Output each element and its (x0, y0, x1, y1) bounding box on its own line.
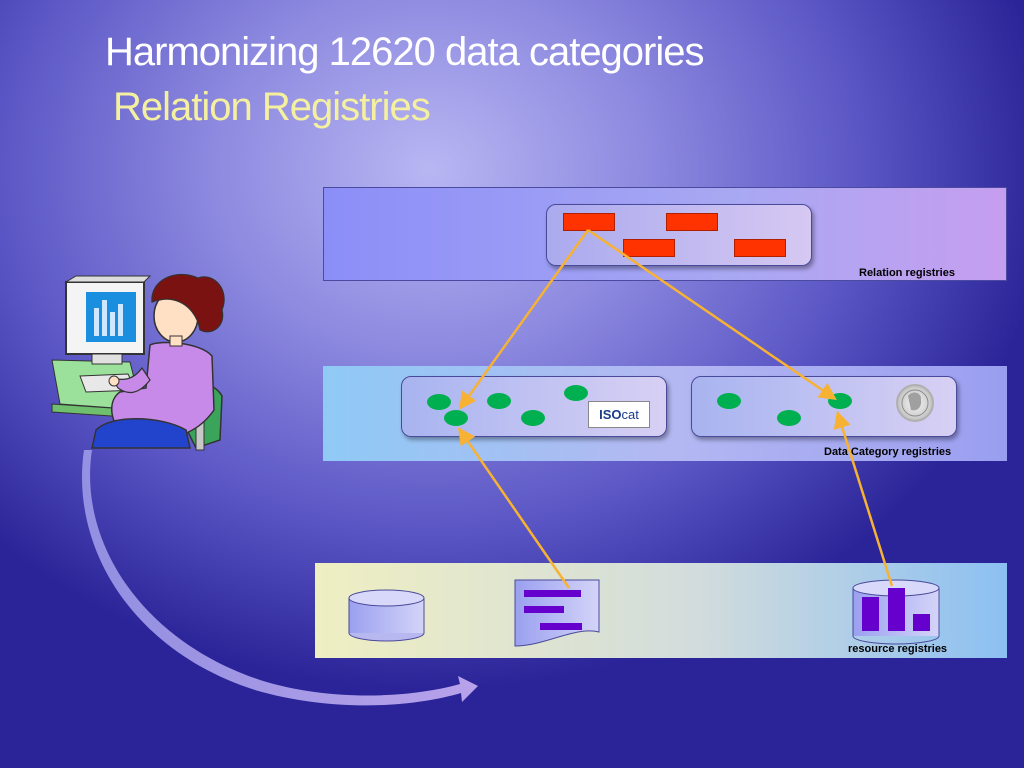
arrow-relation-to-isocat (458, 229, 590, 410)
data-category-item (444, 410, 468, 426)
data-category-item (521, 410, 545, 426)
relation-registries-label: Relation registries (859, 267, 955, 279)
resource-registries-label: resource registries (848, 643, 948, 655)
relation-arrows (458, 228, 894, 589)
data-category-item (564, 385, 588, 401)
data-category-item (717, 393, 741, 409)
database-cylinder-icon (348, 589, 425, 642)
relation-item (734, 239, 786, 257)
slide-subtitle: Relation Registries (113, 85, 431, 129)
relation-item (666, 213, 718, 231)
arrow-relation-to-dc2 (587, 228, 837, 400)
person-at-computer-icon (51, 273, 225, 451)
arrow-document-to-isocat (458, 427, 571, 589)
max-planck-seal-icon (901, 389, 929, 417)
arrow-resource-to-dc2 (833, 410, 894, 587)
bar-chart-database-icon (852, 579, 940, 645)
curved-arrow-icon (82, 450, 478, 706)
data-category-item (427, 394, 451, 410)
data-category-item (487, 393, 511, 409)
data-category-registries-label: Data Category registries (824, 446, 952, 458)
data-category-item (777, 410, 801, 426)
document-icon (514, 579, 600, 647)
slide-title: Harmonizing 12620 data categories (105, 30, 705, 74)
relation-item (623, 239, 675, 257)
